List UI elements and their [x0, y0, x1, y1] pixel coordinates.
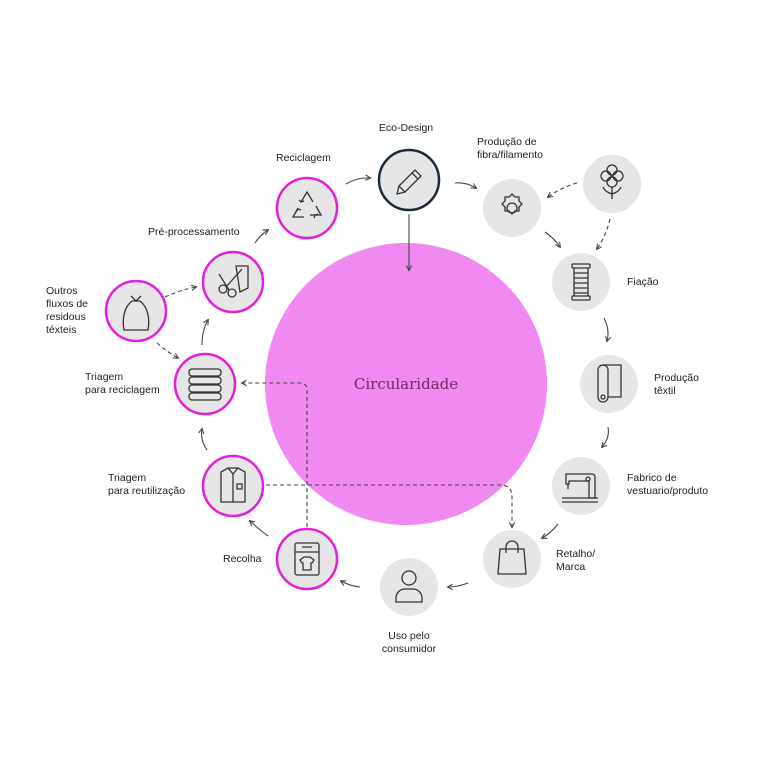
arrow-preprocess-to-recycling	[254, 230, 268, 244]
arrow-sortreuse-to-sortrecycle	[202, 429, 208, 451]
node-retail	[483, 530, 541, 588]
label-sort-recycle: Triagem para reciclagem	[85, 371, 160, 396]
folded-textiles-icon	[188, 368, 222, 401]
arrow-garment-to-retail	[542, 523, 559, 538]
node-eco-design	[377, 148, 441, 212]
dashed-arrow-otherwaste-to-preprocess	[164, 287, 196, 298]
node-spinning	[552, 253, 610, 311]
recycle-icon	[291, 190, 323, 219]
dashed-arrow-cotton-to-spinning	[597, 218, 611, 249]
node-sort-recycle	[173, 352, 237, 416]
collection-bin-icon	[294, 542, 320, 576]
arrow-fibre-to-spinning	[544, 231, 560, 247]
node-cotton	[583, 155, 641, 213]
arrow-textile-to-garment	[602, 426, 609, 447]
arrow-use-to-collection	[341, 581, 361, 588]
node-collection	[275, 527, 339, 591]
arrow-collection-to-sortreuse	[250, 521, 269, 537]
cotton-flower-icon	[600, 164, 624, 199]
label-garment: Fabrico de vestuario/produto	[627, 472, 709, 497]
arrow-spinning-to-textile	[603, 317, 608, 341]
label-sort-reuse: Triagem para reutilização	[108, 472, 186, 497]
label-preprocess: Pré-processamento	[148, 226, 240, 238]
dashed-arrow-sortreuse-to-retail	[266, 484, 512, 527]
node-preprocess	[201, 250, 265, 314]
arrow-recycling-to-ecodesign	[345, 178, 370, 185]
node-recycling	[275, 176, 339, 240]
center-label: Circularidade	[354, 375, 458, 393]
label-collection: Recolha	[223, 553, 262, 565]
thread-spool-icon	[571, 263, 591, 301]
label-other-waste: Outros fluxos de residous téxteis	[46, 285, 89, 336]
label-spinning: Fiação	[627, 276, 659, 288]
node-use	[380, 558, 438, 616]
dashed-arrow-cotton-to-fibre	[548, 182, 578, 197]
shopping-bag-icon	[497, 540, 527, 575]
scissors-icon	[218, 265, 249, 298]
node-fibre	[483, 179, 541, 237]
waste-bag-icon	[122, 295, 150, 331]
dashed-arrow-collection-to-sortrecycle	[242, 383, 308, 527]
node-garment	[552, 457, 610, 515]
label-recycling: Reciclagem	[276, 152, 331, 164]
node-textile	[580, 355, 638, 413]
shirt-icon	[220, 467, 246, 503]
pencil-icon	[396, 169, 422, 195]
sewing-machine-icon	[562, 473, 598, 503]
fabric-roll-icon	[597, 364, 622, 403]
gear-icon	[501, 193, 523, 215]
circularity-center-circle	[265, 243, 547, 525]
person-icon	[395, 570, 423, 603]
label-eco-design: Eco-Design	[378, 122, 434, 134]
label-textile: Produção têxtil	[654, 372, 699, 397]
label-use: Uso pelo consumidor	[381, 630, 437, 655]
label-fibre: Produção de fibra/filamento	[477, 136, 543, 161]
dashed-arrow-otherwaste-to-sortrecycle	[156, 342, 178, 358]
node-other-waste	[104, 279, 168, 343]
arrow-retail-to-use	[448, 582, 469, 587]
label-retail: Retalho/ Marca	[556, 548, 596, 573]
arrow-ecodesign-to-fibre	[454, 182, 476, 188]
node-sort-reuse	[201, 454, 265, 518]
arrow-sortrecycle-to-preprocess	[201, 320, 208, 346]
